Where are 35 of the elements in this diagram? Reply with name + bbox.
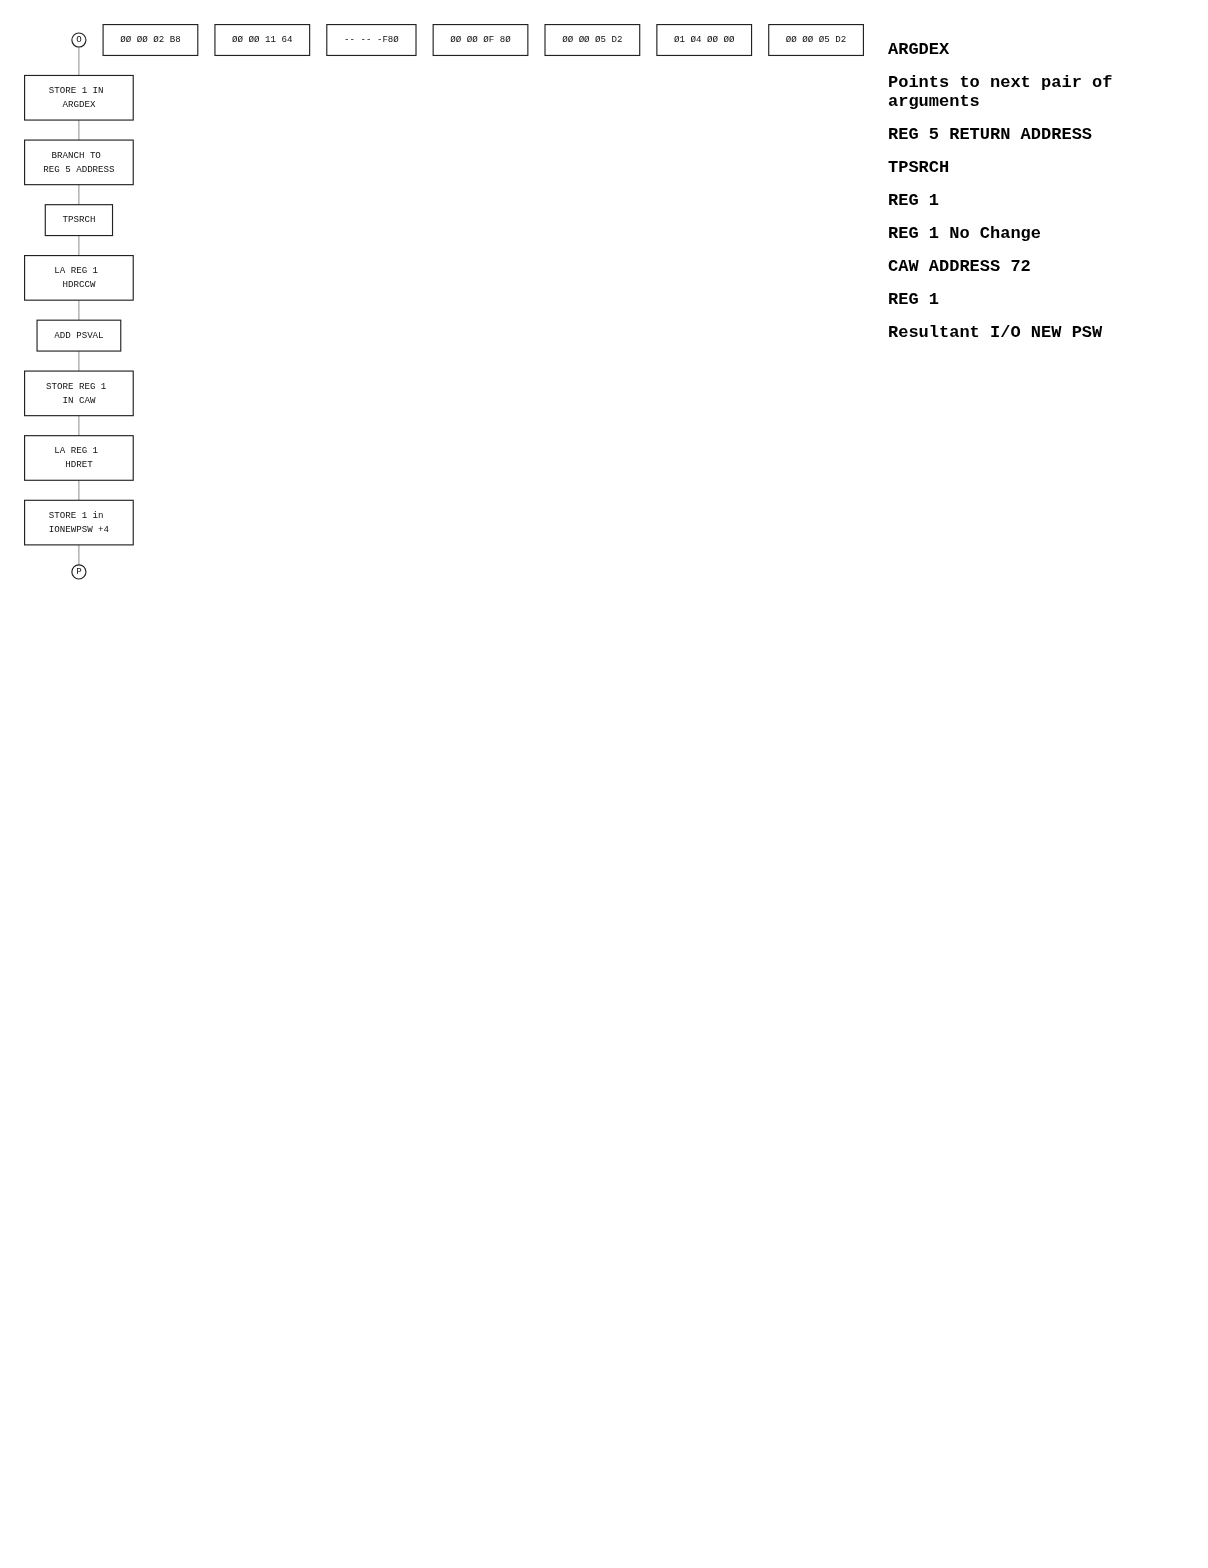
note-label: CAW ADDRESS 72: [888, 257, 1032, 276]
node-box: STORE REG 1 IN CAW: [24, 370, 134, 417]
node-box: ØØ ØØ ØF 8Ø: [432, 24, 529, 56]
node-box: BRANCH TO REG 5 ADDRESS: [24, 139, 134, 186]
node-circle: O: [71, 32, 87, 48]
note-label: Points to next pair of arguments: [888, 73, 1114, 111]
connector: [78, 119, 80, 141]
node-box: STORE 1 IN ARGDEX: [24, 74, 134, 121]
node-box: ØØ ØØ 11 64: [214, 24, 311, 56]
node-box: ØØ ØØ Ø2 B8: [102, 24, 199, 56]
node-box: STORE 1 in IONEWPSW +4: [24, 499, 134, 546]
connector: [78, 235, 80, 256]
note-label: REG 1: [888, 290, 940, 309]
connector: [78, 350, 80, 372]
note-label: REG 5 RETURN ADDRESS: [888, 125, 1094, 144]
node-box: ØØ ØØ Ø5 D2: [544, 24, 641, 56]
node-box: ADD PSVAL: [36, 319, 122, 352]
connector: [78, 184, 80, 205]
note-label: Resultant I/O NEW PSW: [888, 323, 1104, 342]
node-box: TPSRCH: [44, 204, 114, 237]
note-label: REG 1 No Change: [888, 224, 1043, 243]
connector: [78, 544, 80, 566]
connector: [78, 480, 80, 501]
note-label: ARGDEX: [888, 40, 951, 59]
node-circle: P: [71, 564, 87, 580]
note-label: TPSRCH: [888, 158, 951, 177]
connector: [78, 46, 80, 76]
connector: [78, 299, 80, 321]
node-box: LA REG 1 HDRET: [24, 435, 134, 481]
node-box: -- -- -F8Ø: [326, 24, 417, 56]
node-box: Ø1 Ø4 ØØ ØØ: [656, 24, 753, 56]
connector: [78, 415, 80, 436]
node-box: LA REG 1 HDRCCW: [24, 255, 134, 301]
note-label: REG 1: [888, 191, 940, 210]
node-box: ØØ ØØ Ø5 D2: [768, 24, 864, 56]
